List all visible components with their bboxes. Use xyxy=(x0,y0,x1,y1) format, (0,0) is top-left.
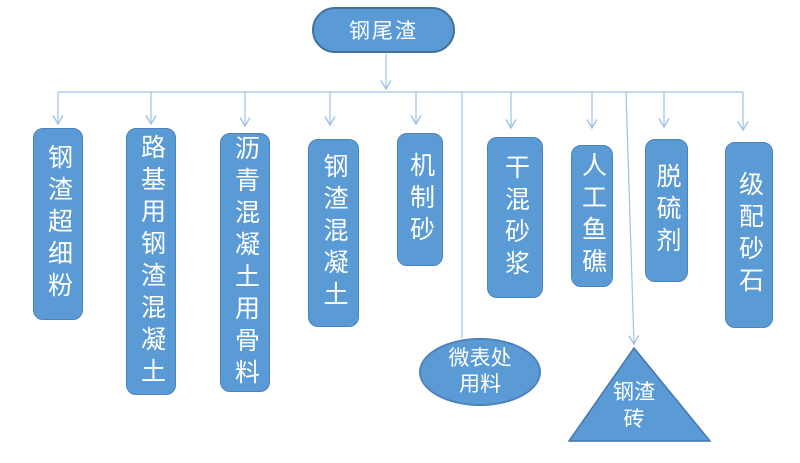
node-label: 干混砂浆 xyxy=(501,153,530,282)
node-label: 路基用钢渣混凝土 xyxy=(137,133,166,390)
node-roadbed-steel-slag-concrete: 路基用钢渣混凝土 xyxy=(126,128,176,395)
node-label: 人工鱼礁 xyxy=(578,152,607,280)
node-steel-tailings-root: 钢尾渣 xyxy=(312,7,455,53)
node-machine-made-sand: 机制砂 xyxy=(397,133,443,266)
node-micro-surfacing-material: 微表处 用料 xyxy=(419,338,541,406)
node-graded-sand-gravel: 级配砂石 xyxy=(725,142,773,328)
ellipse-label: 微表处 用料 xyxy=(449,346,512,398)
node-label: 脱硫剂 xyxy=(653,162,681,259)
triangle-node-shape xyxy=(567,346,712,442)
node-label: 机制砂 xyxy=(406,151,435,248)
node-label: 级配砂石 xyxy=(735,171,764,299)
node-label: 钢渣混凝土 xyxy=(320,153,348,313)
node-steel-slag-brick-label: 钢渣 砖 xyxy=(592,379,676,433)
node-ultrafine-steel-slag-powder: 钢渣超细粉 xyxy=(33,128,83,320)
triangle-label-line1: 钢渣 xyxy=(613,381,655,404)
node-label: 钢渣超细粉 xyxy=(44,144,73,304)
node-label: 沥青混凝土用骨料 xyxy=(231,134,260,391)
connector-drop-triangle xyxy=(625,91,634,344)
root-label: 钢尾渣 xyxy=(349,20,418,43)
node-artificial-fish-reef: 人工鱼礁 xyxy=(571,145,613,287)
node-desulfurizer: 脱硫剂 xyxy=(645,139,688,282)
node-dry-mix-mortar: 干混砂浆 xyxy=(487,137,543,298)
triangle-label-line2: 砖 xyxy=(623,408,645,431)
ellipse-label-line2: 用料 xyxy=(459,373,501,396)
node-asphalt-concrete-aggregate: 沥青混凝土用骨料 xyxy=(220,133,270,392)
ellipse-label-line1: 微表处 xyxy=(448,347,512,370)
node-steel-slag-concrete: 钢渣混凝土 xyxy=(308,139,359,327)
